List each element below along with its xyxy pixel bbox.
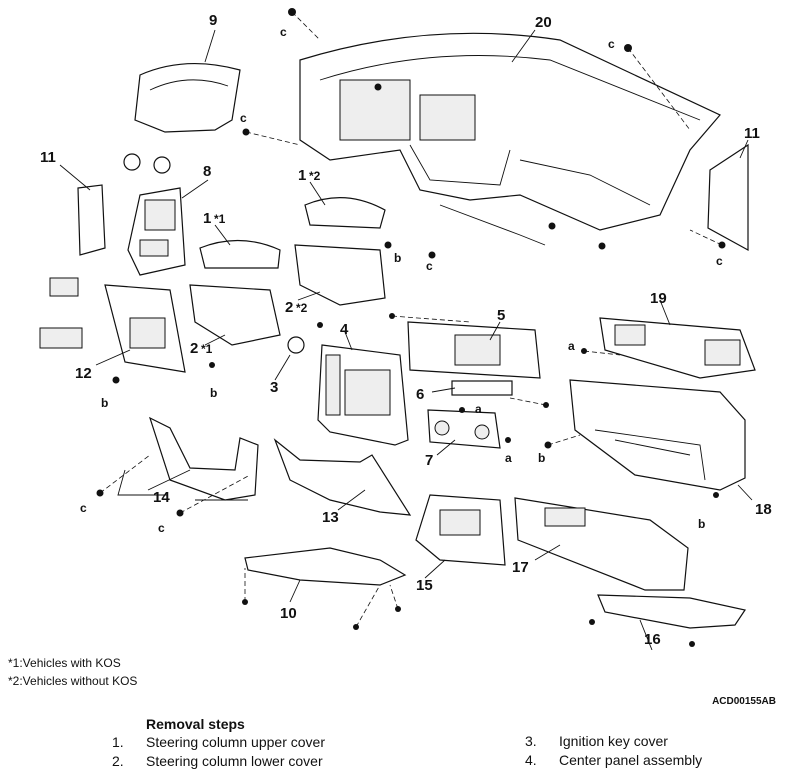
- fastener-a: a: [475, 402, 482, 416]
- fastener-c: c: [80, 501, 87, 515]
- right-side-cover-part: [707, 143, 749, 252]
- callout-star1-lower: *1: [201, 342, 213, 356]
- callout-star1-upper: *1: [214, 212, 226, 226]
- center-panel-part: [317, 344, 409, 446]
- fastener-c: c: [280, 25, 287, 39]
- switch-panel-part: [451, 380, 513, 396]
- fastener-c: c: [158, 521, 165, 535]
- glove-box-part: [514, 497, 689, 591]
- fastener-c: c: [608, 37, 615, 51]
- right-vent-panel-part: [599, 317, 756, 379]
- fastener-b: b: [538, 451, 545, 465]
- removal-step: 1. Steering column upper cover: [112, 734, 325, 753]
- callout-12: 12: [75, 365, 92, 382]
- callout-18: 18: [755, 501, 772, 518]
- callout-star2-upper: *2: [309, 169, 321, 183]
- assembly-lines: [99, 11, 723, 628]
- callout-11-left: 11: [40, 149, 56, 166]
- exploded-parts-diagram: 20 9 11 11 8 1 *2 1 *1 2 *2 2 *1 3 4 5 6…: [39, 8, 772, 650]
- callout-5: 5: [497, 307, 505, 324]
- callout-star2-lower: *2: [296, 301, 308, 315]
- ignition-key-cover-part: [287, 336, 305, 354]
- center-bracket-part: [415, 494, 506, 566]
- fastener-c: c: [426, 259, 433, 273]
- callout-13: 13: [322, 509, 339, 526]
- glove-box-housing-part: [569, 379, 746, 491]
- removal-step: 3. Ignition key cover: [525, 733, 702, 752]
- meter-hood-part: [134, 62, 241, 133]
- lower-cover-part: [273, 438, 412, 516]
- steering-upper-cover-part: [199, 239, 281, 269]
- figure-code: ACD00155AB: [712, 696, 776, 707]
- removal-step: 4. Center panel assembly: [525, 752, 702, 771]
- removal-steps-left: Removal steps 1. Steering column upper c…: [112, 716, 325, 772]
- callout-7: 7: [425, 452, 433, 469]
- step-text: Ignition key cover: [559, 733, 668, 749]
- step-text: Steering column lower cover: [146, 753, 323, 769]
- step-number: 1.: [112, 734, 124, 750]
- removal-step: 2. Steering column lower cover: [112, 753, 325, 772]
- callout-2-star2: 2: [285, 299, 293, 316]
- removal-steps-right: 3. Ignition key cover 4. Center panel as…: [525, 733, 702, 771]
- steering-lower-cover-part: [189, 284, 281, 346]
- callout-9: 9: [209, 12, 217, 29]
- left-vent-panel-part: [123, 153, 186, 276]
- fastener-a: a: [505, 451, 512, 465]
- callout-3: 3: [270, 379, 278, 396]
- callout-20: 20: [535, 14, 552, 31]
- callout-14: 14: [153, 489, 170, 506]
- callout-1-star1: 1: [203, 210, 211, 227]
- step-number: 4.: [525, 752, 537, 768]
- note-kos: *1:Vehicles with KOS: [8, 656, 121, 670]
- callout-19: 19: [650, 290, 667, 307]
- fastener-b: b: [210, 386, 217, 400]
- callout-10: 10: [280, 605, 297, 622]
- audio-unit-part: [407, 321, 541, 379]
- knee-protector-part: [148, 416, 259, 501]
- fastener-b: b: [101, 396, 108, 410]
- callout-11-right: 11: [744, 125, 760, 142]
- leader-lines: [59, 29, 753, 650]
- left-side-cover-part: [77, 184, 106, 256]
- step-number: 3.: [525, 733, 537, 749]
- callout-15: 15: [416, 577, 433, 594]
- callout-16-visible: 16: [644, 631, 661, 648]
- callout-8: 8: [203, 163, 211, 180]
- fastener-c: c: [716, 254, 723, 268]
- note-without-kos: *2:Vehicles without KOS: [8, 674, 138, 688]
- step-text: Steering column upper cover: [146, 734, 325, 750]
- fastener-c: c: [240, 111, 247, 125]
- fastener-b: b: [394, 251, 401, 265]
- step-text: Center panel assembly: [559, 752, 703, 768]
- heater-control-part: [427, 409, 501, 449]
- callout-17: 17: [512, 559, 529, 576]
- right-lower-plate-part: [597, 594, 746, 629]
- fastener-b: b: [698, 517, 705, 531]
- steering-upper-cover-alt-part: [304, 197, 386, 229]
- fastener-a: a: [568, 339, 575, 353]
- callout-1-star2: 1: [298, 167, 306, 184]
- left-lower-panel-part: [39, 277, 186, 373]
- lower-plate-part: [244, 547, 407, 586]
- callout-2-star1: 2: [190, 340, 198, 357]
- steering-lower-cover-alt-part: [294, 244, 386, 306]
- removal-steps-heading: Removal steps: [146, 716, 245, 732]
- dashboard-panel-part: [299, 32, 721, 246]
- step-number: 2.: [112, 753, 124, 769]
- callout-6: 6: [416, 386, 424, 403]
- callout-4: 4: [340, 321, 349, 338]
